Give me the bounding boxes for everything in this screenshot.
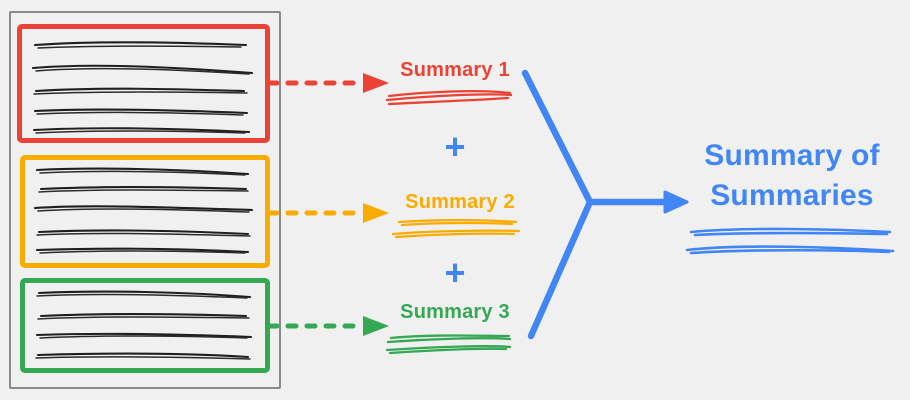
red-dashed-arrow <box>266 73 389 93</box>
plus-operator-2: + <box>444 252 466 293</box>
section-3-text-scribble <box>35 290 253 360</box>
result-title-line2: Summaries <box>710 179 874 212</box>
result-title: Summary of Summaries <box>668 136 910 216</box>
orange-dashed-arrow <box>266 203 389 223</box>
green-dashed-arrow <box>266 316 389 336</box>
document-section-3 <box>20 278 270 373</box>
result-scribble <box>685 227 895 255</box>
section-2-text-scribble <box>33 167 254 254</box>
result-title-line1: Summary of <box>704 139 880 172</box>
document-section-1 <box>17 24 270 143</box>
summary-3-label: Summary 3 <box>400 301 510 323</box>
summary-2-scribble <box>391 218 521 239</box>
summary-3-scribble <box>385 334 512 355</box>
document-section-2 <box>20 155 270 268</box>
section-1-text-scribble <box>31 41 254 134</box>
summary-2-label: Summary 2 <box>405 191 515 213</box>
source-document <box>9 11 281 389</box>
summary-1-label: Summary 1 <box>400 59 510 81</box>
summary-1-scribble <box>385 89 513 106</box>
plus-operator-1: + <box>444 126 466 167</box>
merge-arrow <box>521 69 689 340</box>
